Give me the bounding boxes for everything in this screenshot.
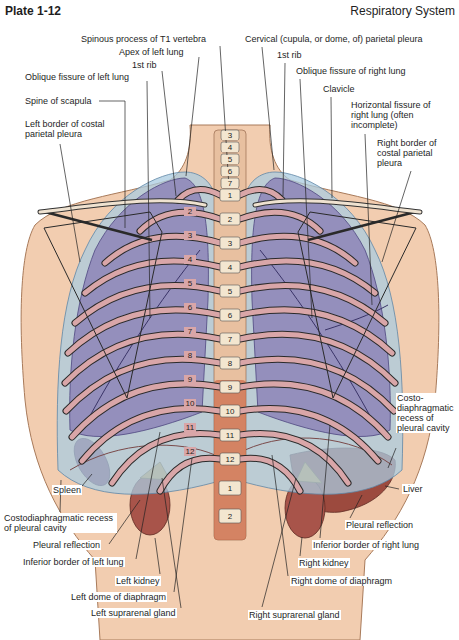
rib-number: 4 [184,255,196,264]
plate-number: Plate 1-12 [4,4,62,18]
vertebra-number: 1 [222,191,238,200]
vertebra-number: 6 [222,167,238,176]
part-label: Right border of costal parietal pleura [376,138,456,168]
vertebra-number: 2 [222,512,238,521]
part-label: Spleen [52,485,82,495]
vertebra-number: 4 [222,143,238,152]
vertebra-number: 4 [222,263,238,272]
part-label: Right suprarenal gland [248,610,341,620]
part-label: Left suprarenal gland [90,608,177,618]
vertebra-number: 10 [222,407,238,416]
part-label: Clavicle [322,84,356,94]
part-label: Spinous process of T1 vertebra [80,34,207,44]
vertebra-number: 11 [222,431,238,440]
part-label: Spine of scapula [24,96,93,106]
rib-number: 8 [184,351,196,360]
part-label: Costo- diaphragmatic recess of pleural c… [396,393,456,433]
vertebra-number: 3 [222,239,238,248]
part-label: Horizontal fissure of right lung (often … [350,100,444,130]
vertebra-number: 12 [222,455,238,464]
part-label: 1st rib [276,50,303,60]
vertebra-number: 2 [222,215,238,224]
part-label: Pleural reflection [345,520,414,530]
part-label: Left kidney [115,576,161,586]
rib-number: 3 [184,231,196,240]
vertebra-number: 5 [222,155,238,164]
vertebra-number: 6 [222,311,238,320]
rib-number: 9 [184,375,196,384]
vertebra-number: 7 [222,335,238,344]
rib-number: 2 [184,207,196,216]
part-label: Right dome of diaphragm [290,576,393,586]
vertebra-number: 5 [222,287,238,296]
part-label: Inferior border of left lung [22,557,125,567]
part-label: Apex of left lung [118,47,185,57]
vertebra-number: 8 [222,359,238,368]
vertebra-number: 3 [222,131,238,140]
part-label: Costodiaphragmatic recess of pleural cav… [3,513,117,533]
section-title: Respiratory System [324,4,456,18]
vertebra-number: 9 [222,383,238,392]
part-label: Inferior border of right lung [312,540,420,550]
rib-number: 10 [184,399,196,408]
rib-number: 6 [184,303,196,312]
rib-number: 11 [184,423,196,432]
part-label: Right kidney [298,558,350,568]
part-label: Left border of costal parietal pleura [24,119,116,139]
part-label: Oblique fissure of left lung [24,72,130,82]
part-label: Left dome of diaphragm [70,592,167,602]
part-label: 1st rib [131,60,158,70]
rib-number: 5 [184,279,196,288]
rib-number: 12 [184,447,196,456]
part-label: Cervical (cupula, or dome, of) parietal … [244,34,424,44]
vertebra-number: 1 [222,484,238,493]
part-label: Oblique fissure of right lung [295,66,407,76]
part-label: Pleural reflection [32,540,101,550]
part-label: Liver [402,484,424,494]
rib-number: 7 [184,327,196,336]
vertebra-number: 7 [222,179,238,188]
